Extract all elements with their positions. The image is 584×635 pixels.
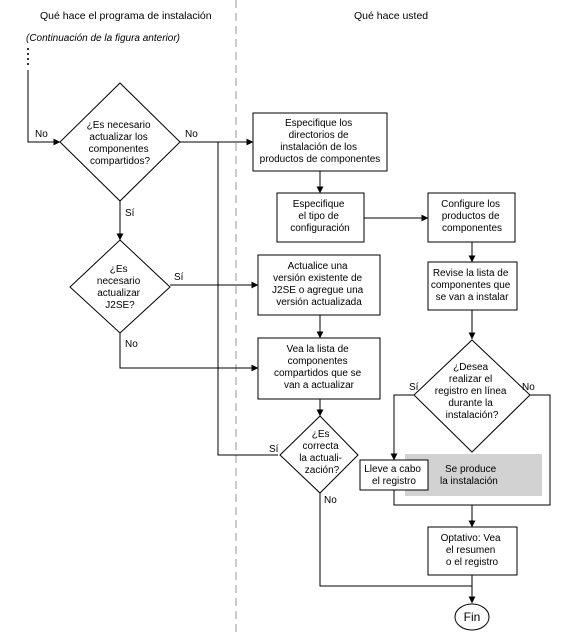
decision-online-registration-label: ¿Desea realizar el registro en línea dur… xyxy=(435,362,510,421)
connectors xyxy=(27,70,551,604)
step-configure-products-label: Configure los productos de componentes xyxy=(441,199,503,234)
system-step-label: Se produce la instalación xyxy=(440,464,499,487)
decision-shared-components xyxy=(59,82,181,202)
branch-label-d1-no-left: No xyxy=(35,129,48,140)
branch-label-d1-no-right: No xyxy=(185,129,198,140)
step-configure-products xyxy=(427,192,516,243)
step-view-shared-components-label: Vea la lista de componentes compartidos … xyxy=(274,344,364,391)
branch-label-d3-no: No xyxy=(324,495,337,506)
edge-d3-no-end xyxy=(319,493,472,587)
branch-label-d3-yes: Sí xyxy=(269,444,279,455)
step-review-components xyxy=(427,261,518,311)
branch-label-d2-no: No xyxy=(125,339,138,350)
step-specify-directories xyxy=(252,112,388,172)
step-specify-directories-label: Especifique los directorios de instalaci… xyxy=(260,118,381,165)
branch-label-d1-yes: Sí xyxy=(125,208,135,219)
step-review-components-label: Revise la lista de componentes que se va… xyxy=(431,268,513,303)
edge-reg-bottom xyxy=(393,490,472,506)
decision-update-j2se-label: ¿Es necesario actualizar J2SE? xyxy=(97,264,143,311)
step-registration xyxy=(359,459,429,491)
decision-update-j2se xyxy=(69,239,171,334)
step-update-j2se-label: Actualice una versión existente de J2SE … xyxy=(272,261,366,308)
terminal-end-label: Fin xyxy=(464,610,481,624)
decision-online-registration xyxy=(413,339,531,453)
edge-d3-yes-loop xyxy=(217,142,278,456)
decision-shared-components-label: ¿Es necesario actualizar los componentes… xyxy=(87,120,154,167)
edge-d4-no xyxy=(472,394,551,506)
edge-d2-no-p6 xyxy=(119,333,259,372)
step-view-shared-components xyxy=(257,337,381,400)
step-update-j2se xyxy=(257,254,381,316)
step-registration-label: Lleve a cabo el registro xyxy=(364,464,424,487)
continuation-note: (Continuación de la figura anterior) xyxy=(26,33,180,44)
header-user: Qué hace usted xyxy=(354,10,428,22)
step-view-summary xyxy=(427,526,518,576)
step-configuration-type-label: Especifique el tipo de configuración xyxy=(290,199,349,234)
terminal-end xyxy=(454,603,490,631)
edge-d4-yes-reg xyxy=(393,394,414,440)
decision-update-correct xyxy=(279,415,359,494)
edge-start-d1 xyxy=(27,70,61,146)
decision-update-correct-label: ¿Es correcta la actuali- zación? xyxy=(299,429,345,476)
branch-label-d4-yes: Sí xyxy=(409,382,419,393)
step-view-summary-label: Optativo: Vea el resumen o el registro xyxy=(441,533,504,568)
branch-label-d4-no: No xyxy=(522,382,535,393)
step-configuration-type xyxy=(276,192,365,243)
branch-label-d2-yes: Sí xyxy=(174,272,184,283)
header-installer: Qué hace el programa de instalación xyxy=(40,10,212,22)
